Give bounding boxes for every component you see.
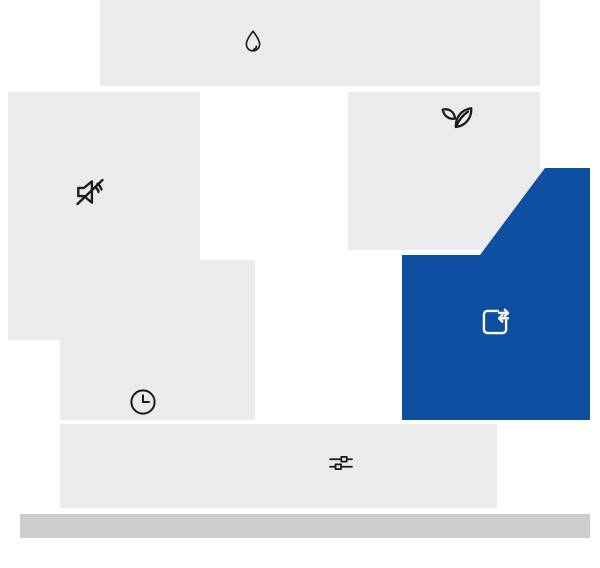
water-tile[interactable]	[100, 0, 540, 86]
bottom-bar	[20, 514, 590, 538]
speaker-muted-icon	[76, 178, 104, 206]
connect-tile[interactable]	[402, 255, 590, 420]
clock-icon	[130, 389, 156, 415]
sliders-icon	[329, 455, 353, 471]
water-drop-icon	[245, 30, 261, 52]
settings-tile[interactable]	[60, 424, 497, 508]
faucet-swap-icon	[482, 308, 510, 335]
time-tile[interactable]	[60, 260, 255, 420]
leaves-icon	[441, 107, 473, 129]
